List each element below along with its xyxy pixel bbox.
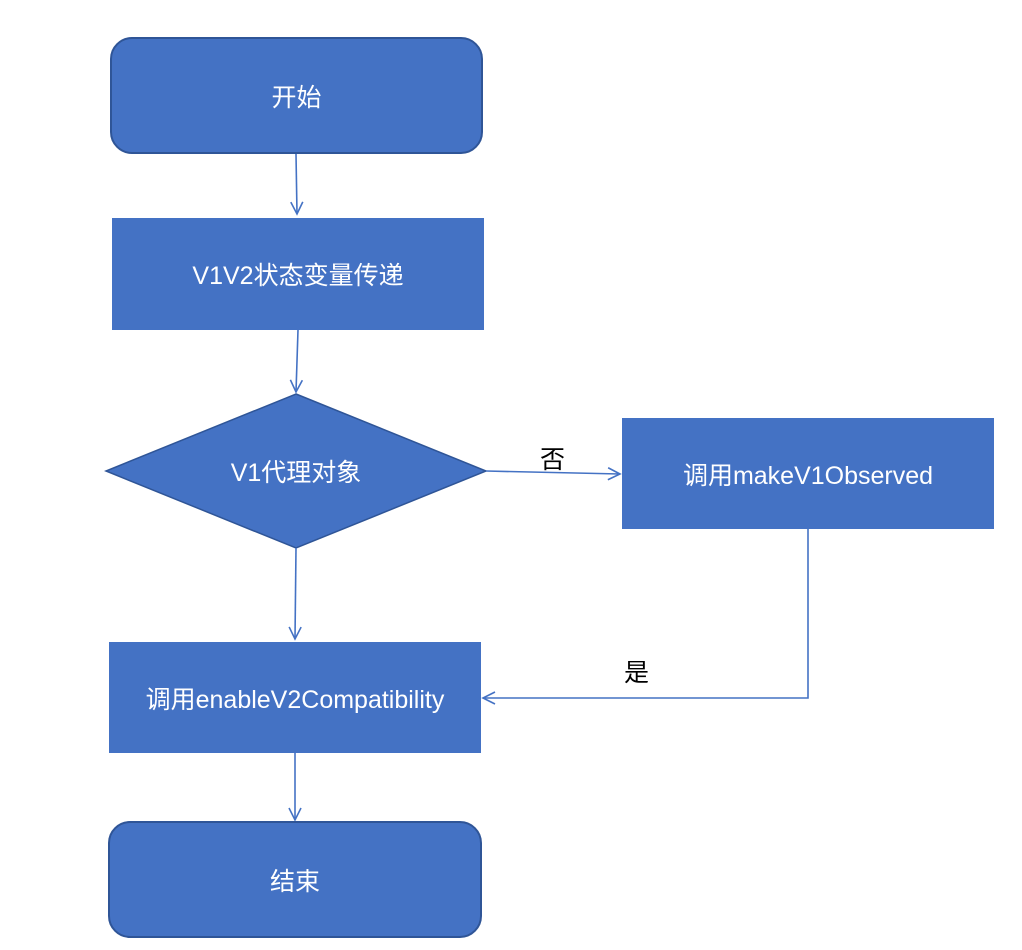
node-decision-label: V1代理对象 (230, 459, 362, 487)
edge-label-yes: 是 (624, 659, 650, 687)
node-start: 开始 (110, 37, 483, 154)
node-pass-state-label: V1V2状态变量传递 (192, 262, 404, 290)
node-pass-state: V1V2状态变量传递 (112, 218, 484, 330)
edge-decision-to-make-observed (485, 467, 622, 481)
node-end: 结束 (108, 821, 482, 938)
edge-label-no: 否 (540, 446, 566, 474)
edge-pass-state-to-decision (289, 329, 304, 394)
node-enable-compat-label: 调用enableV2Compatibility (145, 685, 445, 714)
edge-start-to-pass-state (290, 153, 304, 216)
node-decision: V1代理对象 (186, 446, 406, 496)
edge-decision-to-enable-compat (288, 547, 302, 641)
node-make-observed-label: 调用makeV1Observed (682, 461, 934, 490)
node-enable-compat: 调用enableV2Compatibility (109, 642, 481, 753)
node-make-observed: 调用makeV1Observed (622, 418, 994, 529)
node-end-label: 结束 (269, 867, 320, 896)
edge-make-observed-to-enable-compat (481, 529, 809, 705)
node-start-label: 开始 (271, 83, 322, 112)
